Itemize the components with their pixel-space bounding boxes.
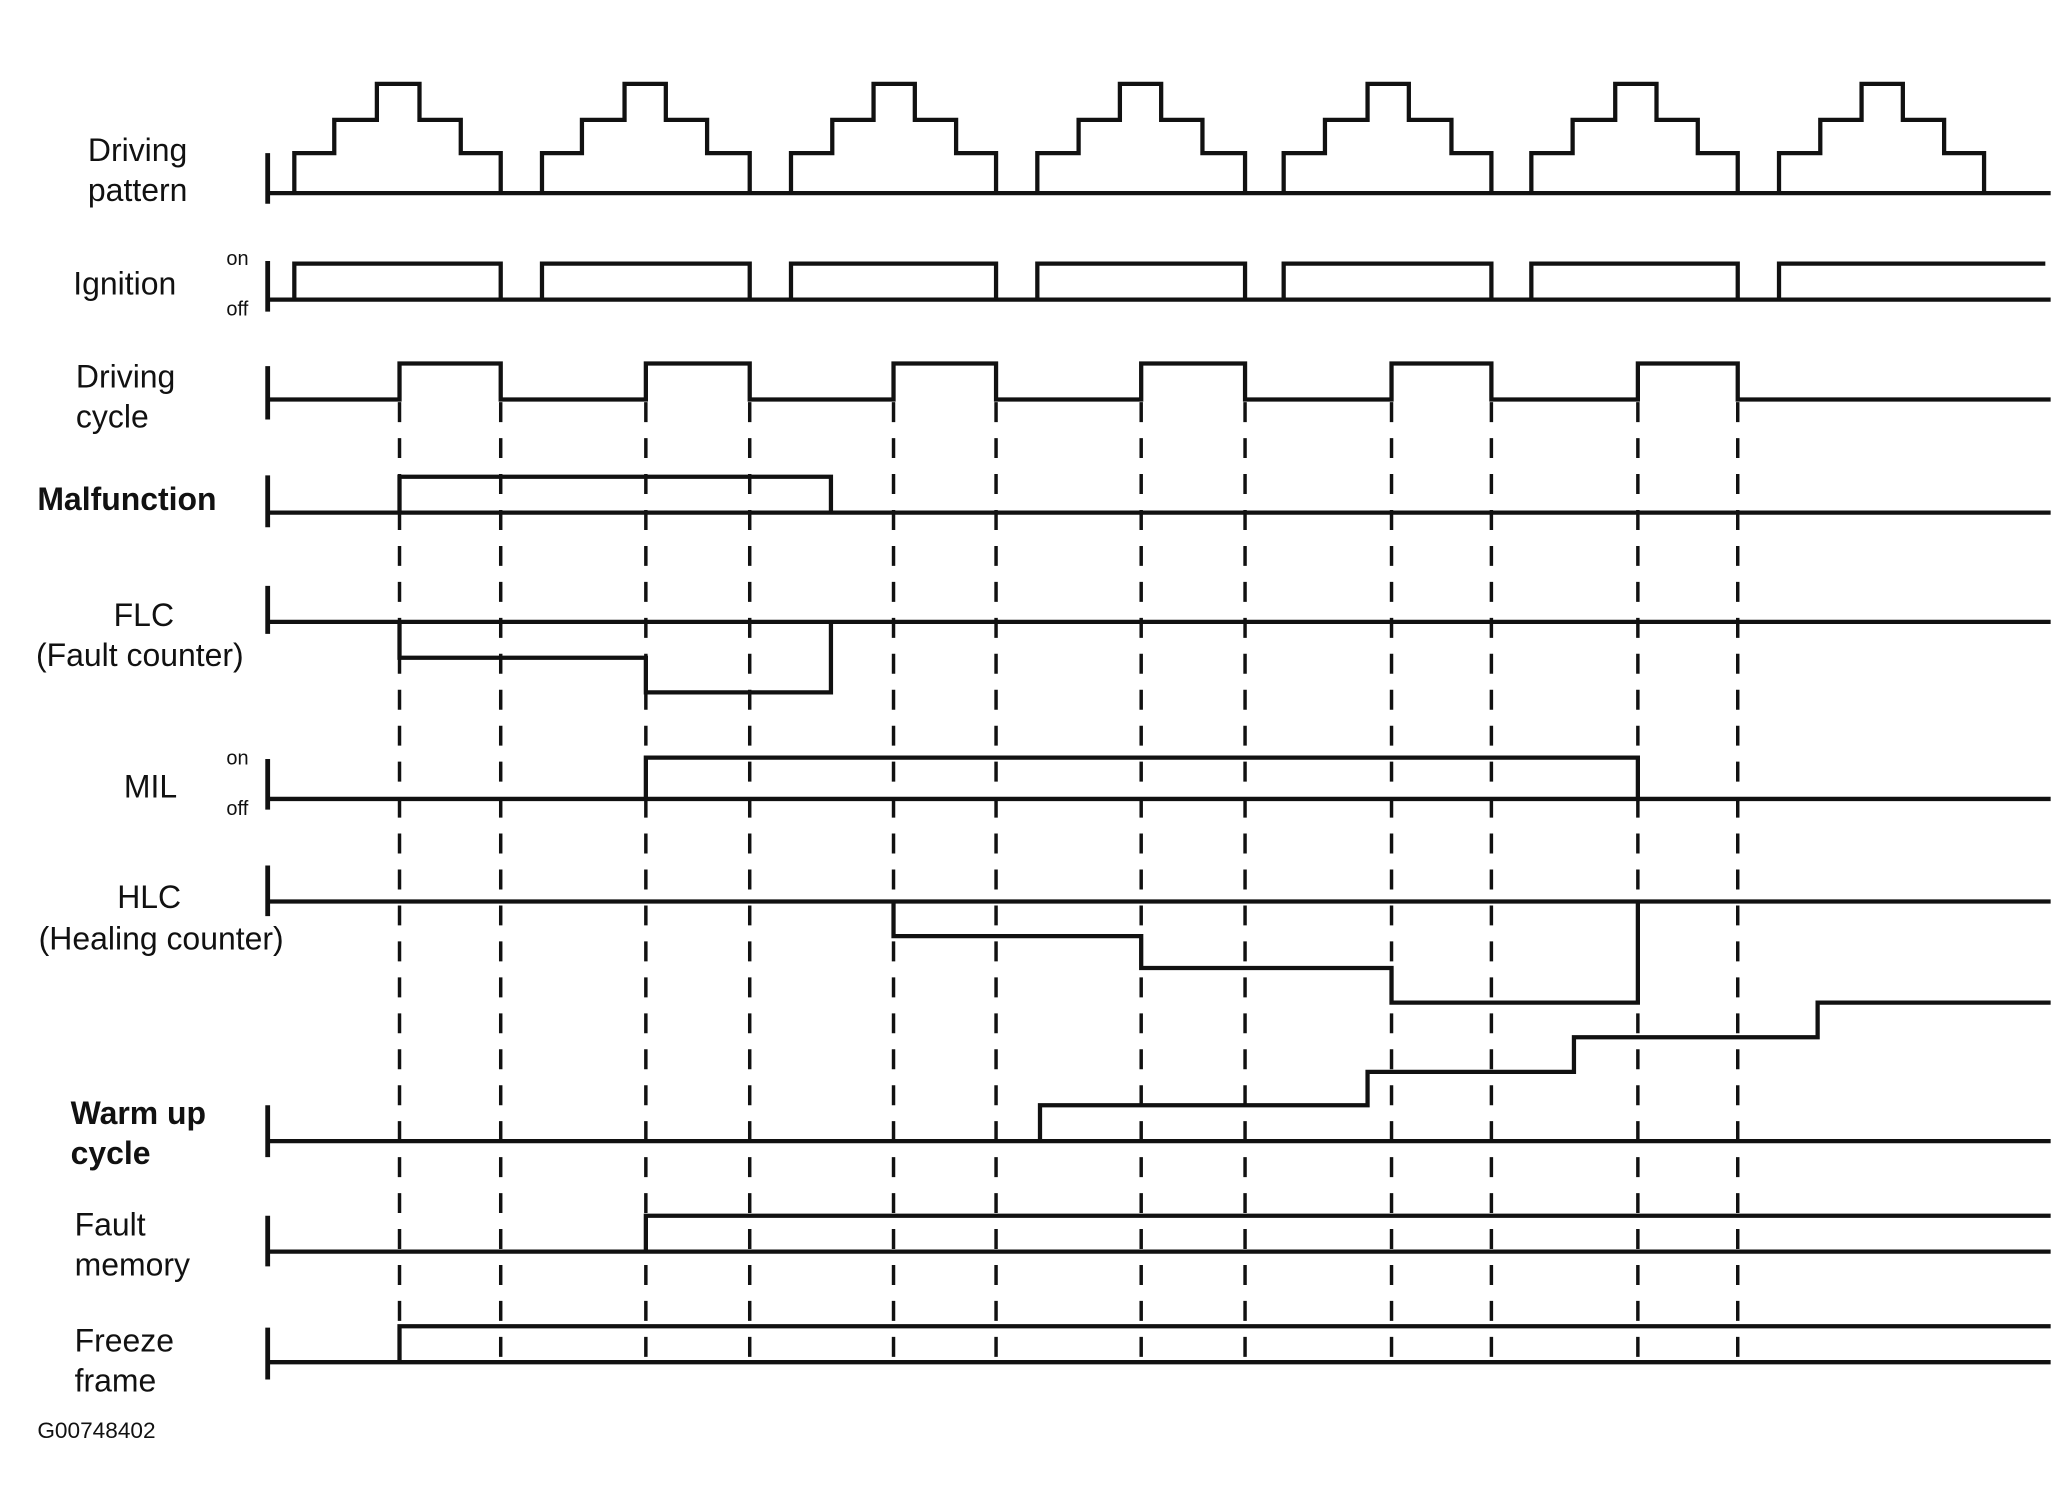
row-fault-memory: Fault memory (75, 1207, 2051, 1283)
flc-label-line1: FLC (114, 597, 174, 633)
driving-pattern-profile (1281, 81, 1494, 194)
driving-pattern-label-line2: pattern (88, 172, 187, 208)
warm-up-cycle-label-line2: cycle (71, 1135, 151, 1171)
fault-memory-stored-level (643, 1213, 2051, 1252)
driving-pattern-profile (539, 81, 752, 194)
mil-on-pulse (643, 755, 1640, 799)
flc-label-line2: (Fault counter) (36, 637, 244, 673)
row-flc: FLC (Fault counter) (36, 585, 2051, 695)
warm-up-cycle-label-line1: Warm up (71, 1095, 206, 1131)
driving-pattern-label-line1: Driving (88, 132, 187, 168)
hlc-count-steps (891, 901, 1640, 1005)
driving-pattern-profile (1035, 81, 1248, 194)
row-ignition: Ignition on off (73, 248, 2051, 321)
freeze-frame-label-line2: frame (75, 1362, 157, 1398)
row-malfunction: Malfunction (37, 474, 2051, 528)
fault-memory-label-line1: Fault (75, 1207, 146, 1243)
driving-cycle-label-line1: Driving (76, 358, 175, 394)
ignition-off-label: off (226, 299, 248, 321)
driving-pattern-profile (1776, 81, 1987, 194)
row-driving-cycle: Driving cycle (76, 358, 2051, 434)
hlc-label-line2: (Healing counter) (39, 920, 284, 956)
freeze-frame-label-line1: Freeze (75, 1323, 174, 1359)
ignition-on-pulse (1529, 261, 1740, 300)
ignition-label: Ignition (73, 265, 176, 301)
ignition-on-pulse (1035, 261, 1248, 300)
driving-pattern-profile (788, 81, 999, 194)
fault-memory-label-line2: memory (75, 1247, 190, 1283)
ignition-on-pulse (788, 261, 999, 300)
ignition-on-pulse (1281, 261, 1494, 300)
ignition-on-label: on (226, 248, 248, 270)
row-mil: MIL on off (124, 747, 2051, 820)
mil-on-label: on (226, 747, 248, 769)
malfunction-label: Malfunction (37, 481, 216, 517)
freeze-frame-stored-level (397, 1324, 2051, 1363)
warm-up-cycle-steps (1037, 1000, 2051, 1142)
hlc-label-line1: HLC (117, 879, 181, 915)
row-hlc: HLC (Healing counter) (39, 865, 2051, 1005)
figure-code: G00748402 (37, 1418, 155, 1443)
driving-cycle-signal (267, 361, 2051, 402)
row-driving-pattern: Driving pattern (88, 81, 2051, 208)
driving-cycle-label-line2: cycle (76, 398, 149, 434)
malfunction-active-pulse (397, 474, 834, 513)
row-freeze-frame: Freeze frame (75, 1323, 2051, 1398)
flc-count-steps (397, 621, 834, 695)
driving-pattern-profile (1529, 81, 1740, 194)
ignition-on-pulse (539, 261, 752, 300)
cycle-boundary-markers (397, 402, 1740, 1361)
driving-pattern-profile (292, 81, 503, 194)
ignition-on-pulse (1776, 261, 2046, 300)
ignition-on-pulse (292, 261, 503, 300)
mil-label: MIL (124, 769, 177, 805)
mil-off-label: off (226, 798, 248, 820)
row-warm-up-cycle: Warm up cycle (71, 1000, 2051, 1171)
